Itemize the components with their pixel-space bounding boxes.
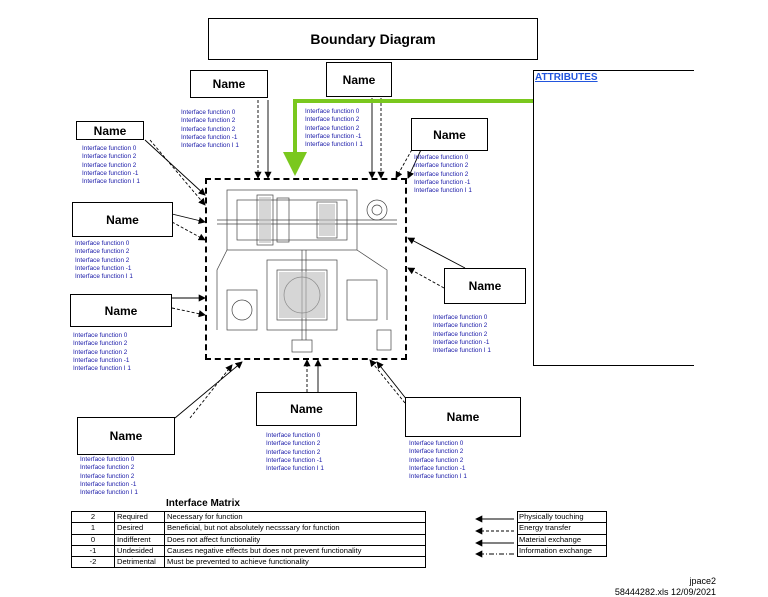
- arrow-left-low-b: [171, 307, 206, 318]
- attributes-link[interactable]: ATTRIBUTES: [535, 72, 598, 83]
- arrow-left-upper: [144, 139, 206, 196]
- interface-name-box[interactable]: Name: [444, 268, 526, 304]
- interface-matrix-title: Interface Matrix: [166, 498, 240, 509]
- interface-name-box[interactable]: Name: [190, 70, 268, 98]
- legend-row: Information exchange: [517, 544, 607, 558]
- interface-name-box[interactable]: Name: [76, 121, 144, 140]
- interface-name-box[interactable]: Name: [77, 417, 175, 455]
- interface-name-box[interactable]: Name: [70, 294, 172, 327]
- footer-file: 58444282.xls 12/09/2021: [614, 587, 716, 597]
- arrow-left-mid-b: [171, 221, 206, 241]
- arrow-bottom-left-b: [189, 364, 233, 419]
- attributes-highlight-arrow: [283, 99, 533, 176]
- attributes-panel: ATTRIBUTES: [533, 70, 694, 366]
- arrow-right-mid-b: [407, 267, 445, 289]
- arrow-bottom-left: [174, 361, 243, 419]
- interface-name-box[interactable]: Name: [256, 392, 357, 426]
- arrow-right-mid: [407, 237, 466, 269]
- component-drawing: [205, 178, 407, 360]
- diagram-title: Boundary Diagram: [208, 18, 538, 60]
- arrow-right-upper-b: [395, 127, 425, 179]
- gearbox-drawing: [216, 189, 397, 353]
- legend-row: Energy transfer: [517, 522, 607, 535]
- arrow-left-upper-b: [149, 139, 206, 206]
- footer-author: jpace2: [689, 576, 716, 586]
- interface-name-box[interactable]: Name: [411, 118, 488, 151]
- interface-name-box[interactable]: Name: [326, 62, 392, 97]
- legend-row: Material exchange: [517, 533, 607, 546]
- arrow-bottom-right: [369, 359, 406, 404]
- legend-row: Physically touching: [517, 510, 607, 524]
- connection-legend: Physically touching Energy transfer Mate…: [517, 510, 607, 558]
- arrow-left-mid: [171, 213, 206, 225]
- interface-name-box[interactable]: Name: [72, 202, 173, 237]
- interface-name-box[interactable]: Name: [405, 397, 521, 437]
